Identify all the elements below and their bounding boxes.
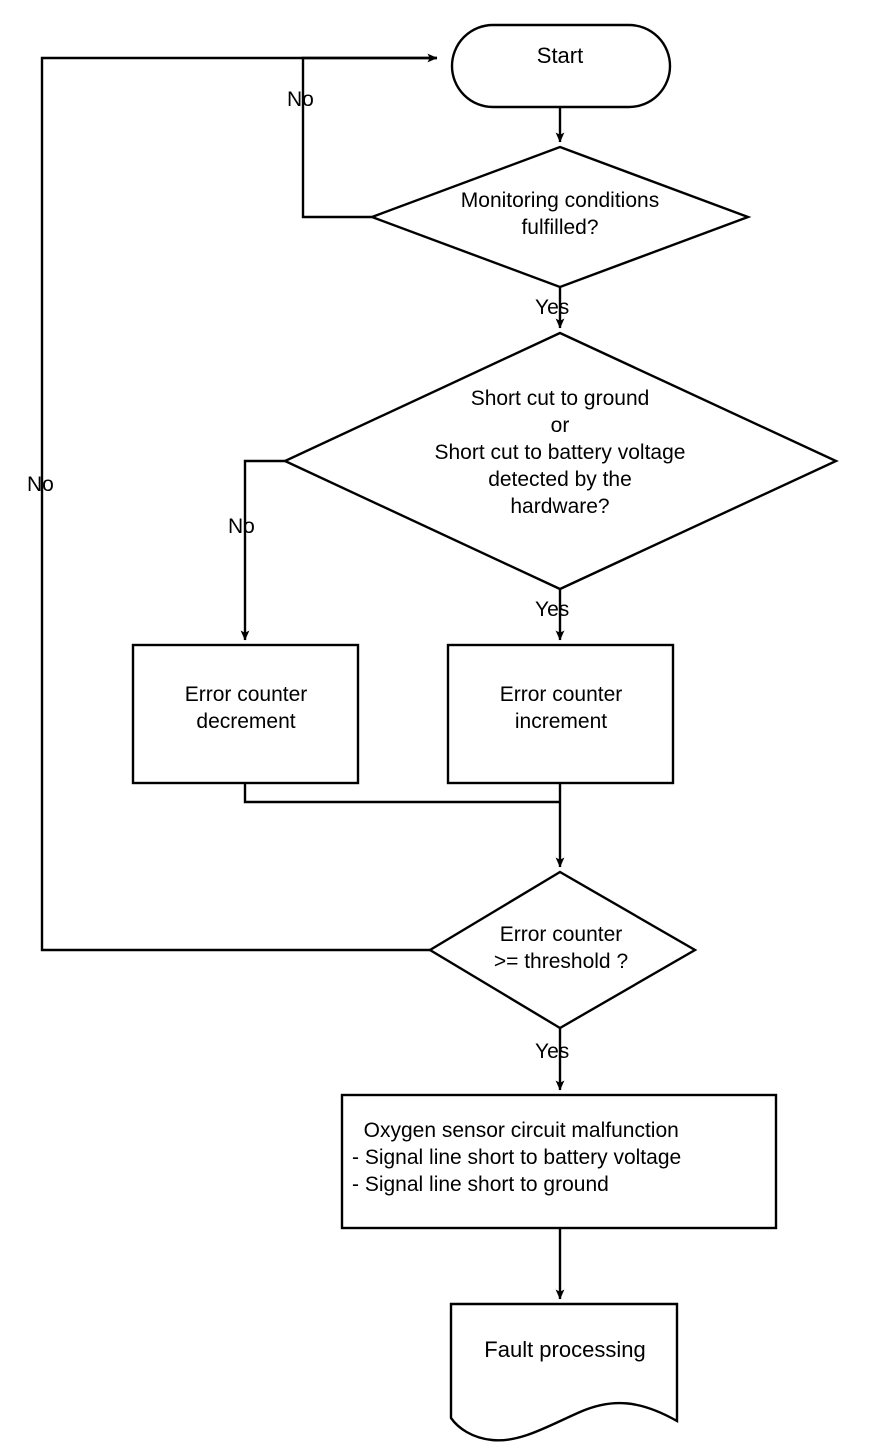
- edge-label-shortcut-no: No: [228, 515, 255, 538]
- error-counter-decrement-shape: [131, 643, 360, 785]
- edge-shortcut-no-to-decrement: [240, 459, 285, 641]
- edge-label-threshold-no: No: [27, 473, 54, 496]
- edge-label-monitoring-yes: Yes: [535, 296, 570, 319]
- malfunction-node-shape: [340, 1093, 778, 1230]
- short-cut-decision-shape: [282, 331, 839, 591]
- edge-decrement-to-join: [243, 783, 560, 804]
- fault-processing-shape: [449, 1302, 679, 1442]
- monitoring-conditions-decision-shape: [368, 145, 752, 289]
- error-counter-threshold-decision-shape: [427, 870, 698, 1030]
- edge-monitoring-no-loop: [301, 53, 438, 219]
- start-node-shape: [450, 23, 672, 109]
- error-counter-increment-shape: [446, 643, 675, 785]
- edge-label-monitoring-no: No: [287, 88, 314, 111]
- edge-label-shortcut-yes: Yes: [535, 598, 570, 621]
- edge-threshold-no-loop: [40, 56, 437, 952]
- edge-label-threshold-yes: Yes: [535, 1040, 570, 1063]
